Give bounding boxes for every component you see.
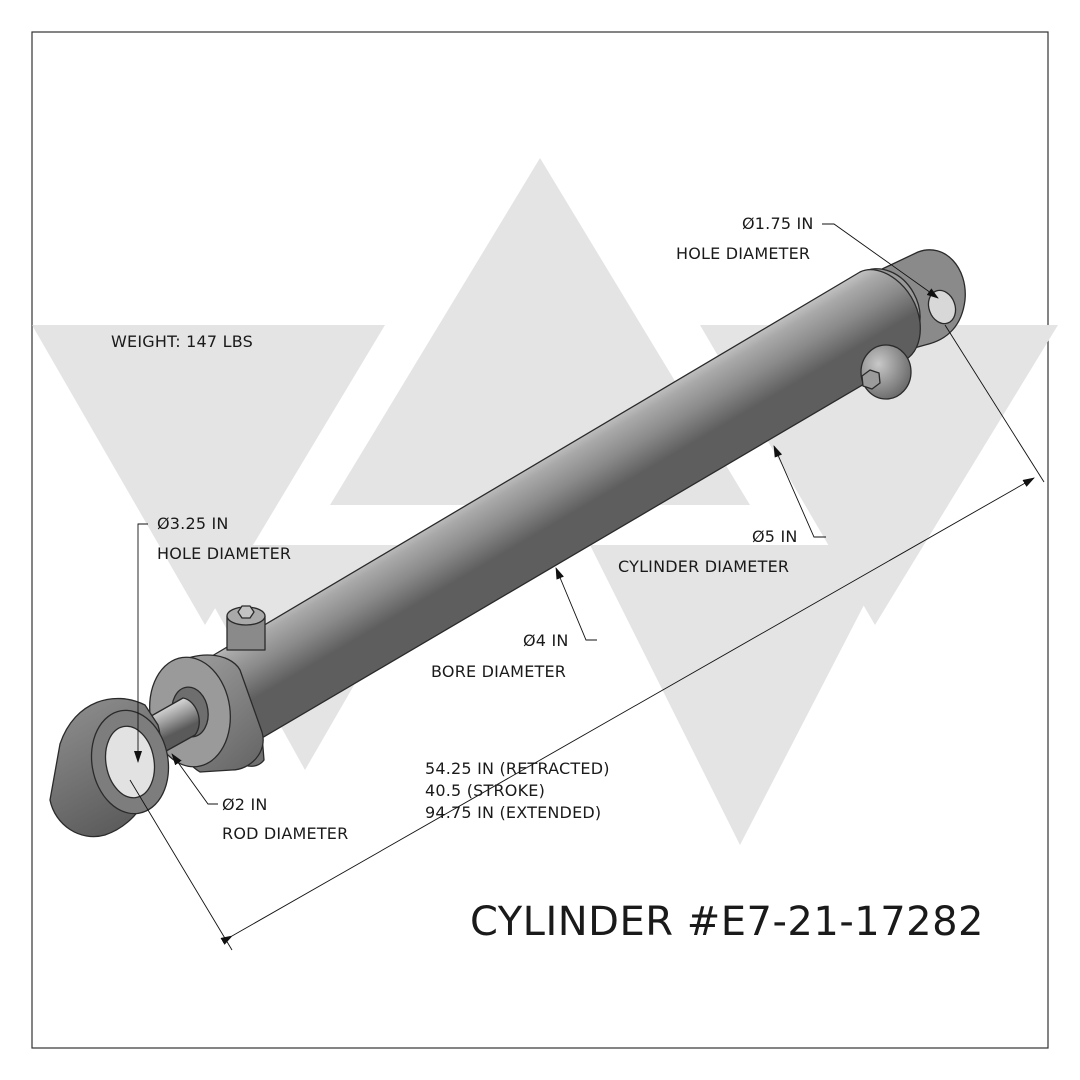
bore-diameter-value: Ø4 IN xyxy=(523,631,569,650)
butt-hole-diameter-value: Ø1.75 IN xyxy=(742,214,814,233)
front-port-nut xyxy=(237,605,255,619)
butt-hole-leader xyxy=(822,223,939,299)
rod-diameter-value: Ø2 IN xyxy=(222,795,268,814)
rod-hole-leader xyxy=(134,523,148,763)
stroke-length-label: 40.5 (STROKE) xyxy=(425,781,546,800)
watermark-left-triangle xyxy=(32,325,385,625)
rear-port-nut xyxy=(861,369,881,390)
bore-leader xyxy=(555,567,597,641)
rod-hole-diameter-caption: HOLE DIAMETER xyxy=(157,544,292,563)
butt-hole-diameter-caption: HOLE DIAMETER xyxy=(676,244,811,263)
weight-label: WEIGHT: 147 LBS xyxy=(111,332,253,351)
part-title: CYLINDER #E7-21-17282 xyxy=(470,899,984,945)
rod-leader xyxy=(171,753,218,805)
extended-length-label: 94.75 IN (EXTENDED) xyxy=(425,803,602,822)
dimension-lines xyxy=(129,223,1045,951)
length-dimension-line xyxy=(220,477,1035,945)
rod-diameter-caption: ROD DIAMETER xyxy=(222,824,349,843)
length-extension-right xyxy=(944,324,1045,483)
rod-eye-hole xyxy=(104,725,156,799)
rod-hole-diameter-value: Ø3.25 IN xyxy=(157,514,229,533)
bore-diameter-caption: BORE DIAMETER xyxy=(431,662,567,681)
cylinder-leader xyxy=(773,445,826,538)
retracted-length-label: 54.25 IN (RETRACTED) xyxy=(425,759,610,778)
cylinder-diameter-value: Ø5 IN xyxy=(752,527,798,546)
cylinder-diameter-caption: CYLINDER DIAMETER xyxy=(618,557,790,576)
length-extension-left xyxy=(129,779,233,951)
